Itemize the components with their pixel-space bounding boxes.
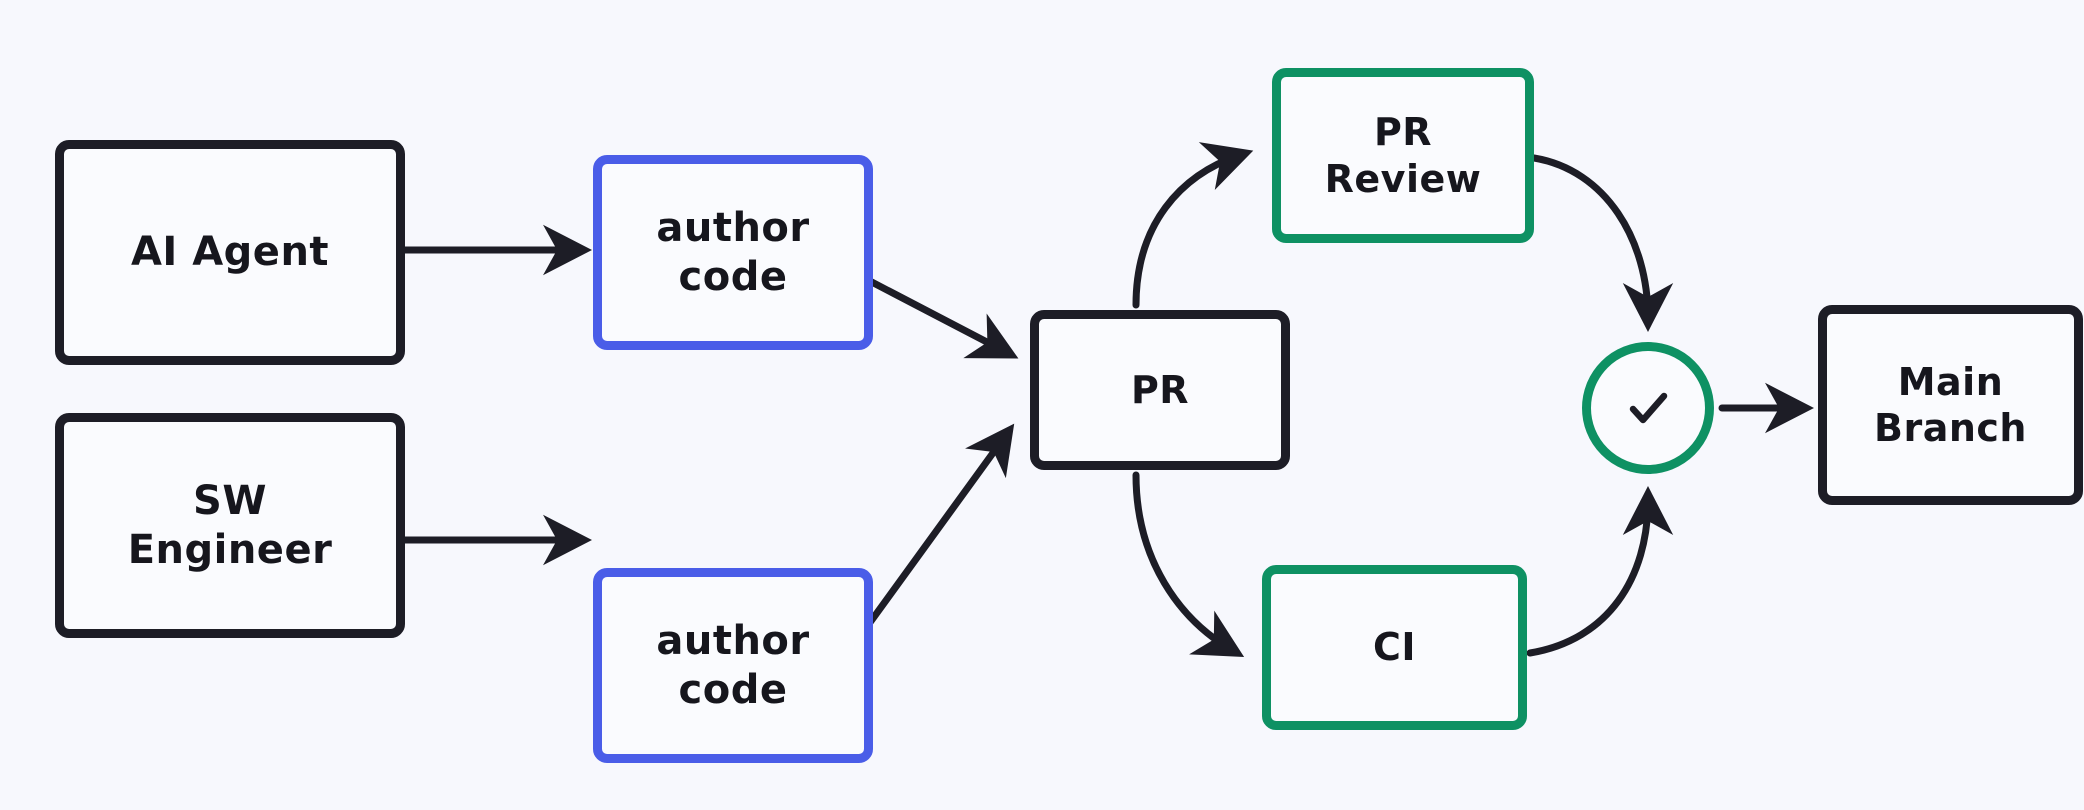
node-main-branch[interactable]: Main Branch: [1818, 305, 2083, 505]
node-author-code-top-label: author code: [656, 204, 810, 300]
edge-pr-to-pr-review: [1132, 142, 1254, 309]
edge-ci-to-merge-check: [1526, 486, 1674, 657]
node-pr-review[interactable]: PR Review: [1272, 68, 1534, 243]
node-sw-engineer-label: SW Engineer: [127, 477, 333, 573]
node-pr-label: PR: [1130, 367, 1190, 412]
edge-author-code-top-to-pr: [862, 275, 1019, 359]
node-ai-agent-label: AI Agent: [130, 229, 330, 276]
node-main-branch-label: Main Branch: [1874, 359, 2027, 450]
node-sw-engineer[interactable]: SW Engineer: [55, 413, 405, 638]
node-pr-review-label: PR Review: [1324, 110, 1482, 201]
check-icon: [1617, 377, 1679, 439]
node-author-code-bottom-label: author code: [656, 617, 810, 713]
node-ai-agent[interactable]: AI Agent: [55, 140, 405, 365]
node-author-code-bottom[interactable]: author code: [593, 568, 873, 763]
node-ci[interactable]: CI: [1262, 565, 1527, 730]
node-author-code-top[interactable]: author code: [593, 155, 873, 350]
edge-pr-review-to-merge-check: [1530, 154, 1674, 332]
node-ci-label: CI: [1372, 625, 1417, 670]
edge-pr-to-ci: [1132, 471, 1245, 658]
edge-author-code-bot-to-pr: [862, 423, 1015, 632]
node-pr[interactable]: PR: [1030, 310, 1290, 470]
merge-check-node[interactable]: [1582, 342, 1714, 474]
